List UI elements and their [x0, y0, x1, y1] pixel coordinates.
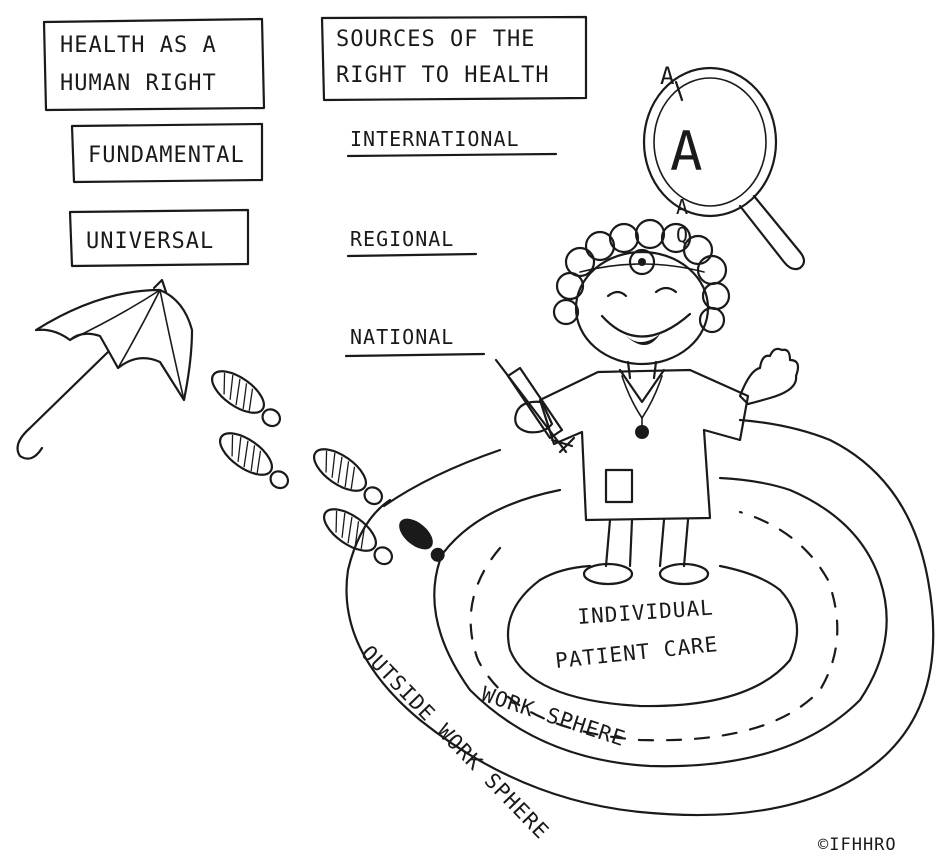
inner-ring-label-line1: INDIVIDUAL	[577, 596, 715, 629]
footprint	[211, 370, 282, 428]
source-national-label: NATIONAL	[350, 325, 454, 349]
box-health-as-human-right: HEALTH AS A HUMAN RIGHT	[42, 17, 266, 112]
syringe-icon	[494, 358, 576, 454]
source-international-label: INTERNATIONAL	[350, 127, 520, 151]
box-sources-line2: RIGHT TO HEALTH	[336, 63, 550, 88]
inner-ring	[506, 564, 799, 708]
copyright-credit: ©IFHHRO	[818, 835, 897, 855]
box-sources-of-right: SOURCES OF THE RIGHT TO HEALTH	[320, 15, 588, 102]
box-sources-line1: SOURCES OF THE	[336, 27, 535, 52]
sphere-rings	[345, 418, 935, 817]
umbrella-icon	[16, 278, 194, 460]
inner-ring-left	[538, 564, 592, 582]
source-international: INTERNATIONAL	[346, 127, 558, 158]
magnifier-letter-big: A	[670, 120, 704, 183]
footprint	[399, 518, 445, 562]
box-health-line1: HEALTH AS A	[60, 33, 217, 58]
magnifier-letter-below: A	[676, 195, 689, 219]
inner-ring-label-line2: PATIENT CARE	[554, 632, 719, 673]
doctor-figure	[494, 218, 800, 586]
box-fundamental: FUNDAMENTAL	[70, 122, 264, 184]
source-regional: REGIONAL	[346, 227, 478, 258]
stethoscope-icon	[635, 425, 649, 439]
outer-ring	[345, 418, 935, 817]
footprint	[323, 508, 394, 566]
footprints-icon	[211, 370, 445, 566]
source-national: NATIONAL	[344, 325, 486, 358]
box-universal-label: UNIVERSAL	[86, 229, 214, 254]
magnifier-letter-top: A	[660, 62, 675, 90]
hair	[552, 218, 731, 334]
source-regional-label: REGIONAL	[350, 227, 454, 251]
head-mirror-icon	[628, 248, 656, 276]
box-universal: UNIVERSAL	[68, 208, 250, 268]
outer-ring-left-arc	[382, 448, 502, 508]
middle-ring-left	[442, 488, 562, 554]
box-health-line2: HUMAN RIGHT	[60, 71, 217, 96]
magnifier-letter-bottom: Q	[676, 223, 689, 247]
footprint	[219, 432, 290, 490]
footprint	[313, 448, 384, 506]
dashed-ring	[469, 510, 839, 742]
magnifying-glass-icon: A A A Q	[642, 62, 806, 271]
face	[574, 250, 710, 366]
box-fundamental-label: FUNDAMENTAL	[88, 143, 245, 168]
middle-ring	[433, 476, 888, 768]
